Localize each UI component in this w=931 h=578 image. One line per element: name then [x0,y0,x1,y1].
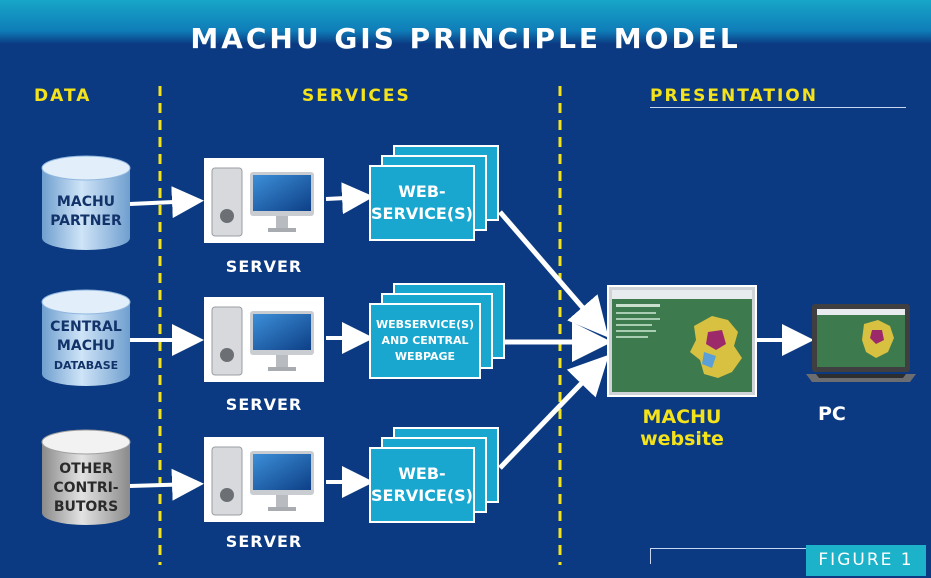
document-stack-icon [369,283,505,379]
source-label-machu-partner: MACHU PARTNER [38,193,134,231]
source-label-line: CONTRI- [53,480,119,496]
website-label: MACHU website [622,406,742,450]
server-label: SERVER [225,532,303,551]
arrow-ws1-website [498,210,609,338]
webservice-central-label: WEBSERVICE(S) AND CENTRAL WEBPAGE [370,317,480,365]
column-heading-data: DATA [34,86,92,106]
document-stack-icon [369,145,499,241]
website-label-line: website [640,428,724,450]
webservice-label: WEB- SERVICE(S) [370,181,474,225]
webservice-label-line: SERVICE(S) [371,204,473,223]
arrow-source1-server1 [129,186,204,219]
presentation-rule-top [650,107,906,108]
database-cylinder-icon [41,155,131,250]
server-label: SERVER [225,395,303,414]
source-label-line: OTHER [59,461,113,477]
diagram-title: MACHU GIS PRINCIPLE MODEL [190,22,741,55]
column-heading-presentation: PRESENTATION [650,86,818,106]
source-label-line: MACHU [56,338,116,354]
source-label-line: MACHU [56,194,116,210]
monitor-screen-icon [607,285,757,397]
webservice-label-line: WEBSERVICE(S) [375,318,475,331]
database-cylinder-icon [41,289,131,386]
webservice-label: WEB- SERVICE(S) [370,463,474,507]
pc-label: PC [818,403,846,425]
source-label-line: PARTNER [50,213,122,229]
database-cylinder-icon [41,429,131,525]
laptop-icon [806,304,916,382]
presentation-rule-vertical [650,548,651,564]
figure-label: FIGURE 1 [806,545,926,576]
document-stack-icon [369,427,499,523]
server-computer-icon [204,158,324,243]
server-computer-icon [204,437,324,522]
top-banner [0,0,931,44]
arrow-source3-server3 [129,468,204,501]
arrow-server1-ws1 [325,182,374,215]
webservice-label-line: SERVICE(S) [371,486,473,505]
webservice-label-line: AND CENTRAL [381,334,469,347]
column-heading-services: SERVICES [302,86,411,106]
webservice-label-line: WEB- [398,182,446,201]
source-label-line: BUTORS [53,499,119,515]
webservice-label-line: WEBPAGE [394,350,456,363]
source-label-central-database: CENTRAL MACHU DATABASE [38,318,134,375]
presentation-rule-bottom [650,548,808,549]
source-label-other-contributors: OTHER CONTRI- BUTORS [38,460,134,517]
source-label-line: CENTRAL [50,319,122,335]
website-label-line: MACHU [642,406,722,428]
server-label: SERVER [225,257,303,276]
server-computer-icon [204,297,324,382]
source-label-line: DATABASE [53,359,119,372]
arrow-ws3-website [498,354,609,470]
webservice-label-line: WEB- [398,464,446,483]
